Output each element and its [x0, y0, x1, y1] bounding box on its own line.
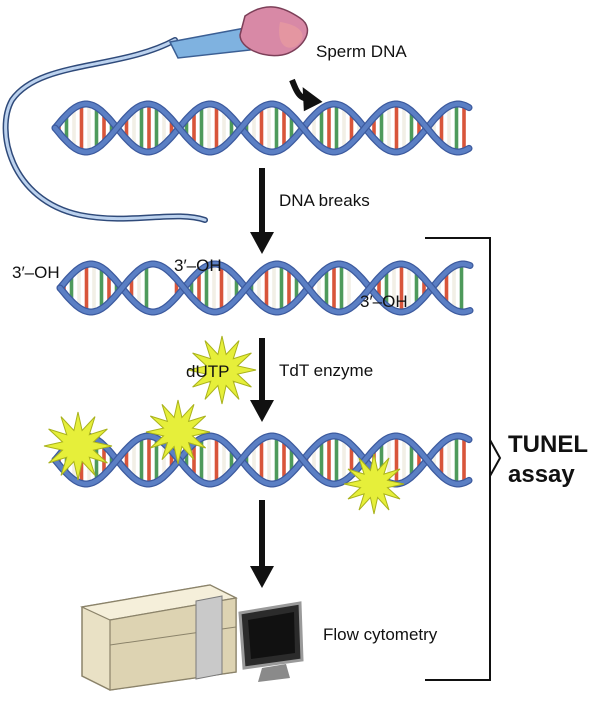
arrow-flow-cytometry	[250, 500, 274, 588]
sperm-cell-icon	[2, 6, 309, 223]
dna-helix-intact	[51, 100, 473, 156]
arrowhead-icon	[302, 87, 323, 112]
dutp-star-icon	[145, 399, 211, 465]
tunel-assay-title: TUNEL assay	[508, 430, 600, 490]
dutp-star-icon	[43, 411, 113, 481]
label-flow-cytometry: Flow cytometry	[323, 625, 438, 644]
label-tdt-enzyme: TdT enzyme	[279, 361, 374, 380]
arrow-dna-breaks	[250, 168, 274, 254]
label-3oh-right: 3′–OH	[360, 292, 408, 311]
dutp-star-icon	[187, 335, 257, 405]
label-dna-breaks: DNA breaks	[279, 191, 370, 210]
dutp-markers	[43, 335, 405, 515]
label-3oh-left: 3′–OH	[12, 263, 60, 282]
tunel-bracket	[425, 237, 491, 681]
tunel-title-line2: assay	[508, 461, 575, 488]
tunel-title-line1: TUNEL	[508, 431, 588, 458]
label-3oh-middle: 3′–OH	[174, 256, 222, 275]
arrow-tdt-enzyme	[250, 338, 274, 422]
label-sperm-dna: Sperm DNA	[316, 42, 407, 61]
label-dutp: dUTP	[186, 362, 230, 381]
dna-helix-labeled	[51, 432, 473, 488]
flow-cytometer-icon	[80, 584, 304, 691]
bracket-point	[489, 439, 502, 477]
dna-helix-broken	[56, 260, 474, 316]
dutp-star-icon	[343, 453, 405, 515]
